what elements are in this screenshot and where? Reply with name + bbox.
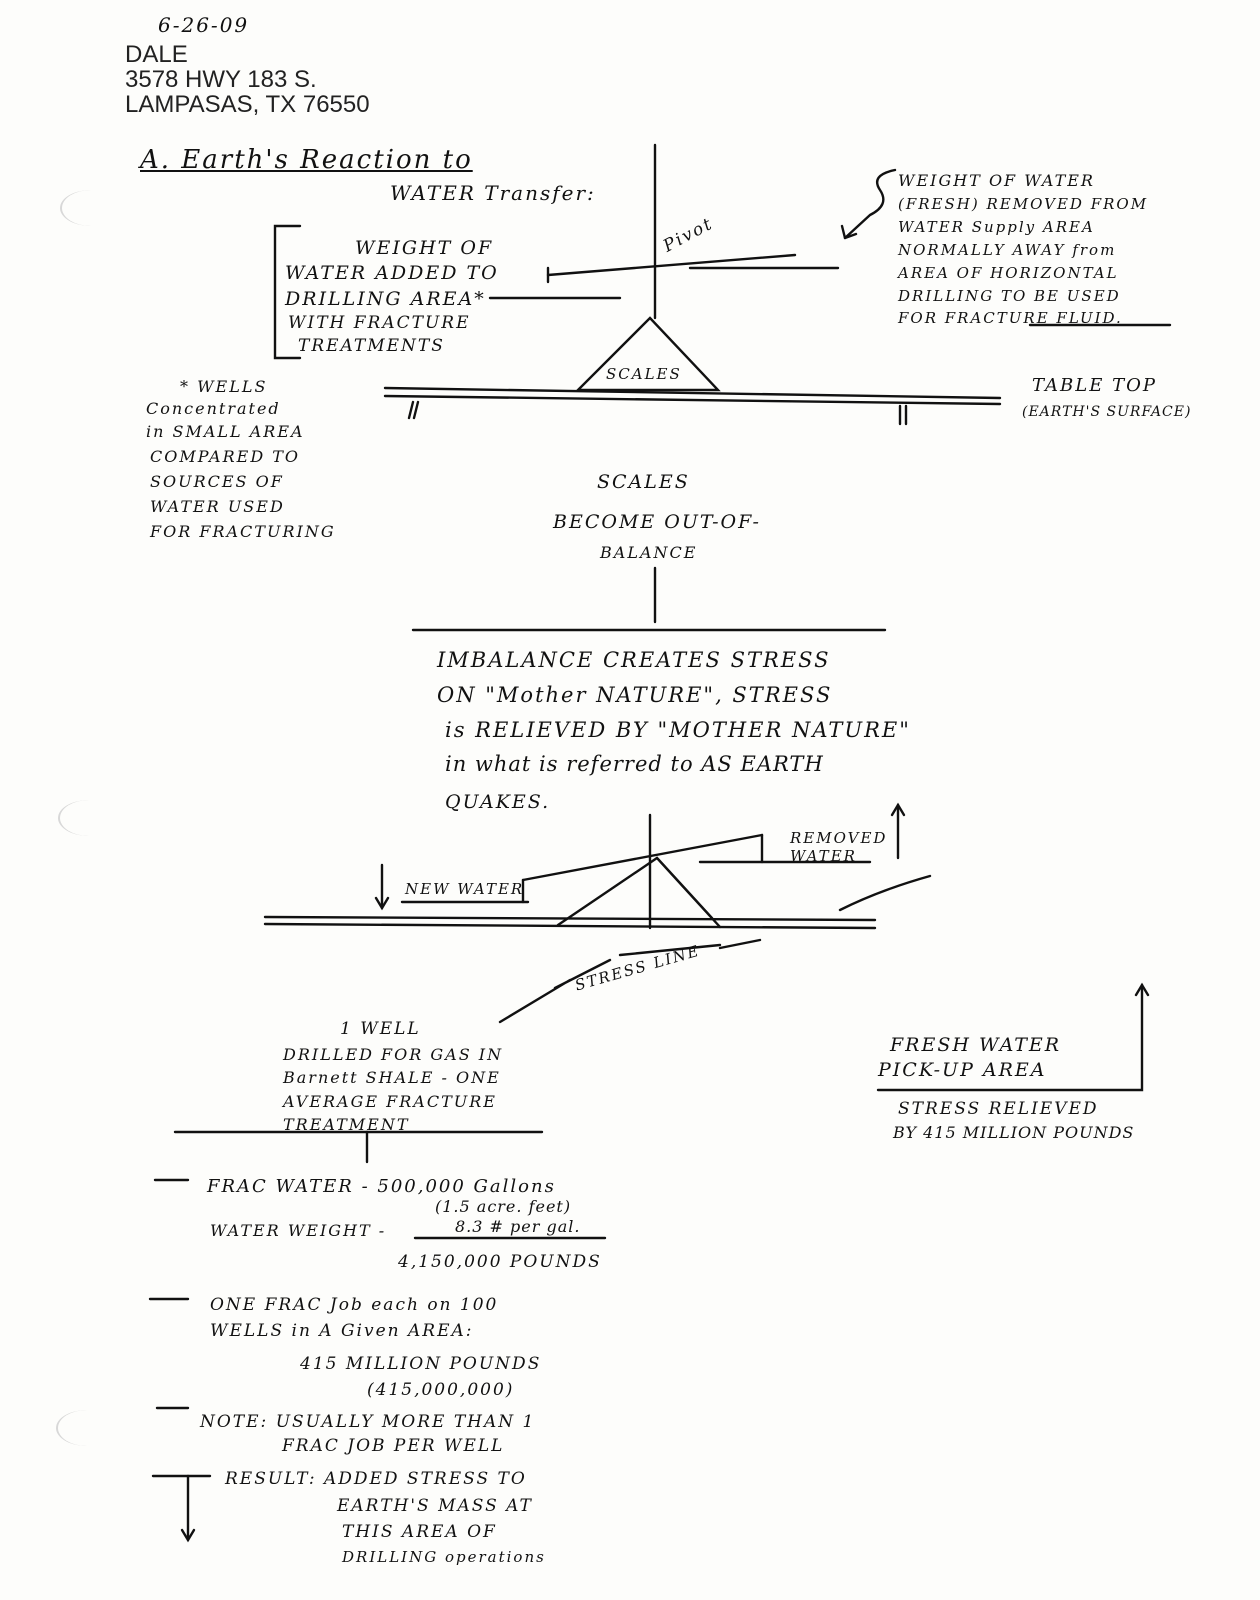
imbalance-line-4: in what is referred to AS EARTH	[445, 752, 824, 776]
note-line-1: NOTE: USUALLY MORE THAN 1	[200, 1413, 535, 1433]
new-water-label: NEW WATER	[405, 881, 524, 898]
footnote-line-6: WATER USED	[150, 498, 285, 516]
footnote-line-1: * WELLS	[180, 378, 267, 396]
note-line-2: FRAC JOB PER WELL	[282, 1437, 504, 1457]
one-frac-line: ONE FRAC Job each on 100	[210, 1296, 498, 1316]
sender-address-line1: 3578 HWY 183 S.	[125, 66, 317, 94]
water-weight-label: WATER WEIGHT -	[210, 1222, 386, 1240]
removed-water-label-1: REMOVED	[790, 830, 887, 847]
fresh-water-label-1: FRESH WATER	[890, 1035, 1061, 1057]
acre-feet-line: (1.5 acre. feet)	[435, 1198, 571, 1216]
footnote-line-5: SOURCES OF	[150, 473, 284, 491]
well-line-1: 1 WELL	[340, 1020, 421, 1040]
well-line-2: DRILLED FOR GAS IN	[283, 1046, 503, 1064]
imbalance-line-1: IMBALANCE CREATES STRESS	[437, 648, 831, 672]
wells-area-line: WELLS in A Given AREA:	[210, 1322, 474, 1342]
result-line-1: RESULT: ADDED STRESS TO	[225, 1470, 527, 1490]
section-title-continued: WATER Transfer:	[390, 182, 596, 205]
right-weight-label-3: WATER Supply AREA	[898, 219, 1095, 236]
per-gallon-value: 8.3 # per gal.	[455, 1218, 580, 1236]
balance-beam	[548, 255, 795, 275]
left-weight-label-2: WATER ADDED TO	[285, 263, 499, 285]
right-weight-label-4: NORMALLY AWAY from	[898, 242, 1116, 259]
result-line-2: EARTH'S MASS AT	[337, 1497, 533, 1517]
tilted-beam	[523, 835, 762, 880]
removed-water-label-2: WATER	[790, 848, 857, 865]
imbalance-line-3: is RELIEVED BY "MOTHER NATURE"	[445, 718, 911, 742]
scales-out-line-1: SCALES	[597, 472, 690, 494]
footnote-line-7: FOR FRACTURING	[150, 523, 336, 541]
footnote-line-3: in SMALL AREA	[146, 423, 305, 441]
well-line-5: TREATMENT	[283, 1116, 409, 1134]
ground-line-2	[265, 917, 875, 920]
left-weight-label-1: WEIGHT OF	[355, 238, 493, 260]
document-date: 6-26-09	[158, 14, 249, 37]
million-number-line: (415,000,000)	[367, 1381, 514, 1401]
left-weight-label-5: TREATMENTS	[298, 337, 445, 357]
right-weight-label-2: (FRESH) REMOVED FROM	[898, 196, 1148, 213]
well-line-4: AVERAGE FRACTURE	[283, 1093, 497, 1111]
earth-surface-label: (EARTH'S SURFACE)	[1022, 404, 1191, 420]
pounds-total: 4,150,000 POUNDS	[398, 1253, 602, 1273]
left-weight-label-4: WITH FRACTURE	[288, 314, 471, 334]
frac-water-line: FRAC WATER - 500,000 Gallons	[207, 1177, 556, 1198]
imbalance-line-2: ON "Mother NATURE", STRESS	[437, 683, 832, 707]
million-pounds-line: 415 MILLION POUNDS	[300, 1355, 541, 1375]
stress-relieved-label-2: BY 415 MILLION POUNDS	[893, 1124, 1134, 1142]
right-weight-label-7: FOR FRACTURE FLUID.	[898, 310, 1123, 327]
fresh-water-label-2: PICK-UP AREA	[878, 1060, 1047, 1082]
sender-name: DALE	[125, 41, 188, 69]
sender-address-line2: LAMPASAS, TX 76550	[125, 91, 370, 119]
scales-label: SCALES	[606, 366, 682, 383]
section-title: A. Earth's Reaction to	[140, 146, 473, 176]
result-line-3: THIS AREA OF	[342, 1523, 497, 1543]
footnote-line-2: Concentrated	[146, 400, 281, 418]
scales-out-line-2: BECOME OUT-OF-	[553, 512, 761, 534]
imbalance-line-5: QUAKES.	[445, 792, 550, 814]
right-weight-label-6: DRILLING TO BE USED	[898, 288, 1121, 305]
right-weight-label-1: WEIGHT OF WATER	[898, 172, 1095, 190]
right-weight-label-5: AREA OF HORIZONTAL	[898, 265, 1119, 282]
result-line-4: DRILLING operations	[342, 1549, 546, 1566]
footnote-line-4: COMPARED TO	[150, 448, 300, 466]
well-line-3: Barnett SHALE - ONE	[283, 1069, 501, 1087]
stress-relieved-label-1: STRESS RELIEVED	[898, 1100, 1099, 1120]
scales-out-line-3: BALANCE	[600, 544, 697, 562]
left-weight-label-3: DRILLING AREA*	[285, 289, 486, 311]
table-top-label: TABLE TOP	[1032, 376, 1157, 397]
